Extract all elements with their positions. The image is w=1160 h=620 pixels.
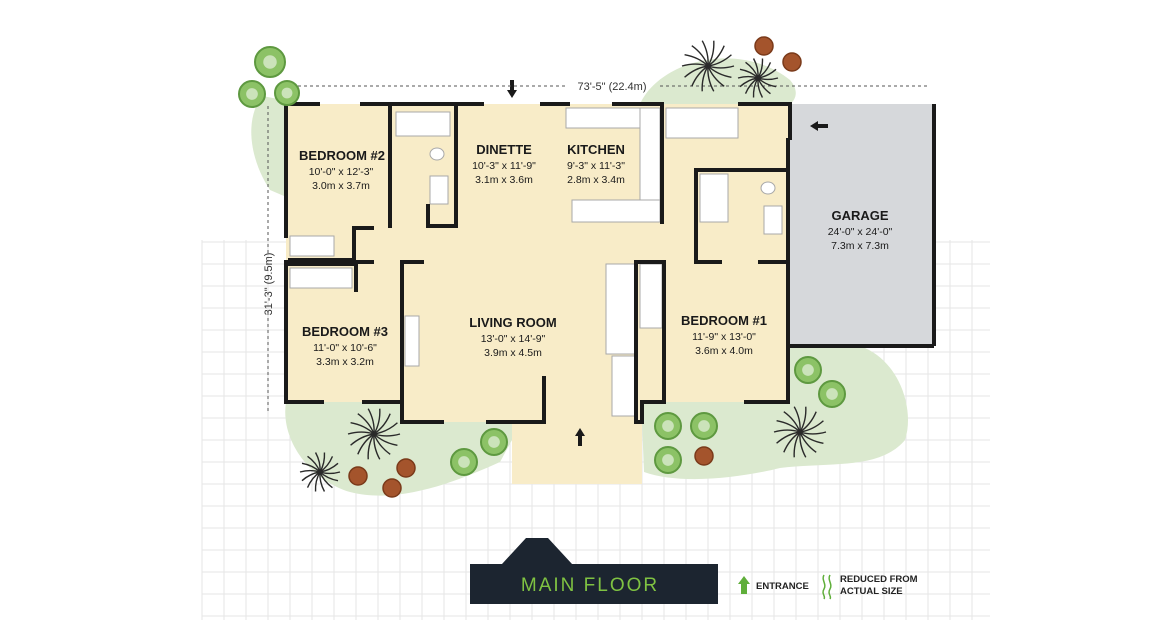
exterior-bottom-left-b: [362, 400, 444, 424]
bath-right-wall: [426, 102, 458, 228]
shrub-highlight: [802, 364, 814, 376]
bedroom2-dim-metric: 3.0m x 3.7m: [312, 180, 370, 192]
legend-reduced-line2: ACTUAL SIZE: [840, 586, 903, 597]
toilet: [429, 147, 445, 161]
overall-depth-label: 31'-3" (9.5m): [263, 253, 275, 316]
tree-icon: [773, 406, 827, 458]
living-room-dim-metric: 3.9m x 4.5m: [484, 347, 542, 359]
bush-icon: [782, 52, 802, 72]
ensuite-toilet: [760, 181, 776, 195]
vanity: [429, 175, 449, 205]
tree-icon: [681, 40, 735, 92]
floor-fills: [286, 104, 934, 484]
legend: ENTRANCE REDUCED FROM ACTUAL SIZE: [738, 574, 918, 600]
shrub-highlight: [246, 88, 258, 100]
laundry-counter: [665, 107, 739, 139]
shrub-highlight: [698, 420, 710, 432]
entrance-porch: [512, 422, 642, 484]
living-room-dim-imperial: 13'-0" x 14'-9": [481, 333, 546, 345]
living-room-name: LIVING ROOM: [469, 315, 556, 330]
page-title: MAIN FLOOR: [521, 575, 659, 596]
reduced-size-icon: [822, 574, 832, 600]
stairs: [605, 263, 637, 355]
exterior-bottom-right: [634, 400, 662, 424]
fixtures: [289, 107, 783, 417]
living-right-top: [638, 260, 666, 404]
ensuite-shower: [699, 173, 729, 223]
bedroom1-name: BEDROOM #1: [681, 313, 767, 328]
dinette-name: DINETTE: [476, 142, 532, 157]
bedroom2-name: BEDROOM #2: [299, 148, 385, 163]
bush-icon: [754, 36, 774, 56]
landscaping-plants: [238, 36, 846, 498]
bush-icon: [348, 466, 368, 486]
tree-icon: [347, 408, 401, 460]
ensuite-vanity: [763, 205, 783, 235]
shrub-highlight: [458, 456, 470, 468]
dimension-lines: [267, 85, 930, 412]
lawn-top-left: [251, 96, 284, 196]
garage-walls: [788, 104, 936, 348]
entrance-arrow-icon: [738, 576, 750, 594]
kitchen-name: KITCHEN: [567, 142, 625, 157]
shrub-highlight: [281, 87, 293, 99]
bathtub: [395, 111, 451, 137]
lawn-bottom-right: [642, 346, 908, 480]
garage-floor: [790, 104, 934, 346]
legend-entrance-label: ENTRANCE: [756, 581, 809, 592]
overall-width-label: 73'-5" (22.4m): [578, 81, 647, 93]
garage-name: GARAGE: [831, 208, 888, 223]
bush-icon: [382, 478, 402, 498]
shrub-highlight: [488, 436, 500, 448]
shrub-highlight: [263, 55, 277, 69]
tree-icon: [737, 58, 779, 98]
dinette-dim-imperial: 10'-3" x 11'-9": [472, 160, 536, 172]
bedroom3-dim-imperial: 11'-0" x 10'-6": [313, 342, 377, 354]
bed1-closet: [639, 263, 663, 329]
legend-reduced-line1: REDUCED FROM: [840, 574, 918, 585]
bed2-bottom-wall: [288, 226, 374, 262]
title-banner-shape: [470, 538, 718, 604]
shrub-highlight: [826, 388, 838, 400]
bedroom3-name: BEDROOM #3: [302, 324, 388, 339]
bush-icon: [396, 458, 416, 478]
entry-markers: [507, 80, 828, 446]
bedroom3-dim-metric: 3.3m x 3.2m: [316, 356, 374, 368]
bedroom2-dim-imperial: 10'-0" x 12'-3": [309, 166, 374, 178]
bedroom1-dim-metric: 3.6m x 4.0m: [695, 345, 753, 357]
dinette-dim-metric: 3.1m x 3.6m: [475, 174, 533, 186]
ensuite-left: [694, 168, 722, 264]
tree-icon: [299, 452, 341, 492]
title-banner: MAIN FLOOR: [470, 538, 718, 604]
living-shelf: [404, 315, 420, 367]
kitchen-counter-bottom: [571, 199, 661, 223]
bush-icon: [694, 446, 714, 466]
bed3-closet: [289, 267, 353, 289]
garage-dim-imperial: 24'-0" x 24'-0": [828, 226, 893, 238]
room-labels: BEDROOM #2 10'-0" x 12'-3" 3.0m x 3.7m D…: [299, 142, 893, 368]
top-entrance-arrow-icon: [507, 80, 517, 98]
living-room-extension: [402, 262, 642, 422]
walls: [284, 102, 792, 424]
hall-closet: [611, 355, 637, 417]
shrub-highlight: [662, 420, 674, 432]
shrub-highlight: [662, 454, 674, 466]
garage-dim-metric: 7.3m x 7.3m: [831, 240, 889, 252]
kitchen-dim-imperial: 9'-3" x 11'-3": [567, 160, 625, 172]
front-entrance-arrow-icon: [575, 428, 585, 446]
kitchen-dim-metric: 2.8m x 3.4m: [567, 174, 625, 186]
bedroom1-dim-imperial: 11'-9" x 13'-0": [692, 331, 756, 343]
garage-entrance-arrow-icon: [810, 121, 828, 131]
bed2-closet: [289, 235, 335, 257]
